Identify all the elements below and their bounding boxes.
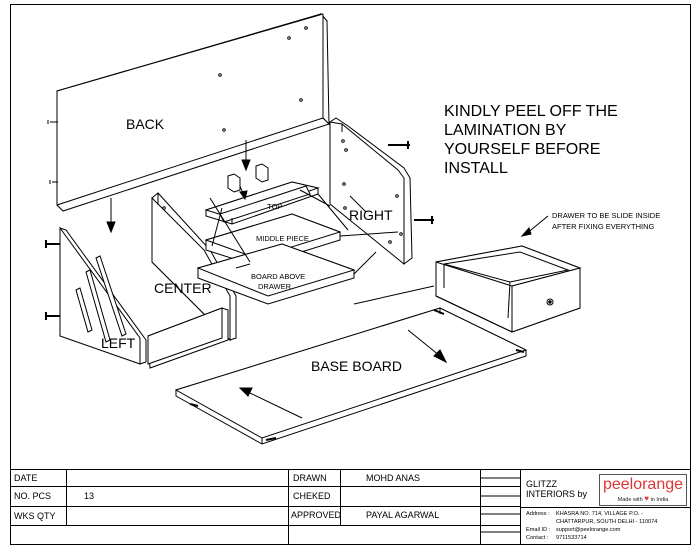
label-right: RIGHT — [349, 207, 393, 223]
bottom-connector-piece — [147, 307, 229, 369]
middle-piece — [204, 213, 342, 267]
instruction-note: KINDLY PEEL OFF THE LAMINATION BY YOURSE… — [444, 102, 618, 178]
label-board-above-drawer-1: BOARD ABOVE — [251, 272, 306, 281]
label-back: BACK — [126, 116, 165, 132]
company-line-1: GLITZZ — [526, 479, 557, 489]
instruction-line-3: YOURSELF BEFORE — [444, 141, 601, 158]
heart-icon: ♥ — [644, 494, 650, 503]
pcs-value: 13 — [84, 491, 95, 501]
base-board — [174, 307, 528, 445]
right-panel — [329, 117, 434, 272]
board-above-drawer — [196, 243, 356, 305]
drawer-insert-arrow — [353, 285, 435, 305]
back-to-left-arrow — [106, 198, 116, 234]
pcs-label: NO. PCS — [14, 491, 52, 501]
address-line-2: CHATTARPUR, SOUTH DELHI - 110074 — [556, 519, 658, 525]
drawer-note-leader — [520, 215, 549, 237]
logo-tag-before: Made with — [617, 497, 643, 503]
label-top: TOP — [267, 202, 283, 211]
center-panel — [151, 192, 237, 342]
logo-brand: peelorange — [602, 476, 684, 493]
title-block — [10, 469, 691, 545]
date-label: DATE — [14, 473, 38, 483]
logo-tag-after: in India — [650, 497, 669, 503]
email-label: Email ID : — [526, 527, 551, 533]
base-board-arrows — [238, 329, 448, 419]
address-label: Address : — [526, 511, 550, 517]
instruction-line-2: LAMINATION BY — [444, 122, 567, 139]
label-left: LEFT — [101, 335, 136, 351]
contact-label: Contact : — [526, 535, 549, 541]
drawer-note-line-1: DRAWER TO BE SLIDE INSIDE — [552, 211, 661, 220]
sheet-border — [10, 4, 691, 545]
company-line-2: INTERIORS by — [526, 489, 588, 499]
logo-tagline: Made with ♥ in India — [600, 494, 686, 503]
label-center: CENTER — [154, 280, 212, 296]
connector-lines — [209, 189, 399, 275]
drawer-note-line-2: AFTER FIXING EVERYTHING — [552, 222, 655, 231]
email-value: support@peelorange.com — [556, 527, 621, 533]
address-line-1: KHASRA NO. 714, VILLAGE P.O. - — [556, 511, 643, 517]
contact-value: 9711533714 — [556, 535, 587, 541]
label-base-board: BASE BOARD — [311, 358, 403, 374]
label-middle-piece: MIDDLE PIECE — [256, 234, 309, 243]
instruction-line-4: INSTALL — [444, 160, 508, 177]
drawn-value: MOHD ANAS — [366, 473, 421, 483]
instruction-line-1: KINDLY PEEL OFF THE — [444, 103, 618, 120]
wks-qty-label: WKS QTY — [14, 511, 56, 521]
checked-label: CHEKED — [293, 491, 331, 501]
left-panel — [45, 226, 147, 365]
label-board-above-drawer-2: DRAWER — [258, 282, 292, 291]
approved-label: APPROVED — [291, 510, 342, 520]
approved-value: PAYAL AGARWAL — [366, 510, 440, 520]
peelorange-logo: peelorange Made with ♥ in India — [599, 474, 687, 506]
drawn-label: DRAWN — [293, 473, 327, 483]
back-panel — [47, 12, 330, 212]
drawer — [435, 245, 582, 333]
